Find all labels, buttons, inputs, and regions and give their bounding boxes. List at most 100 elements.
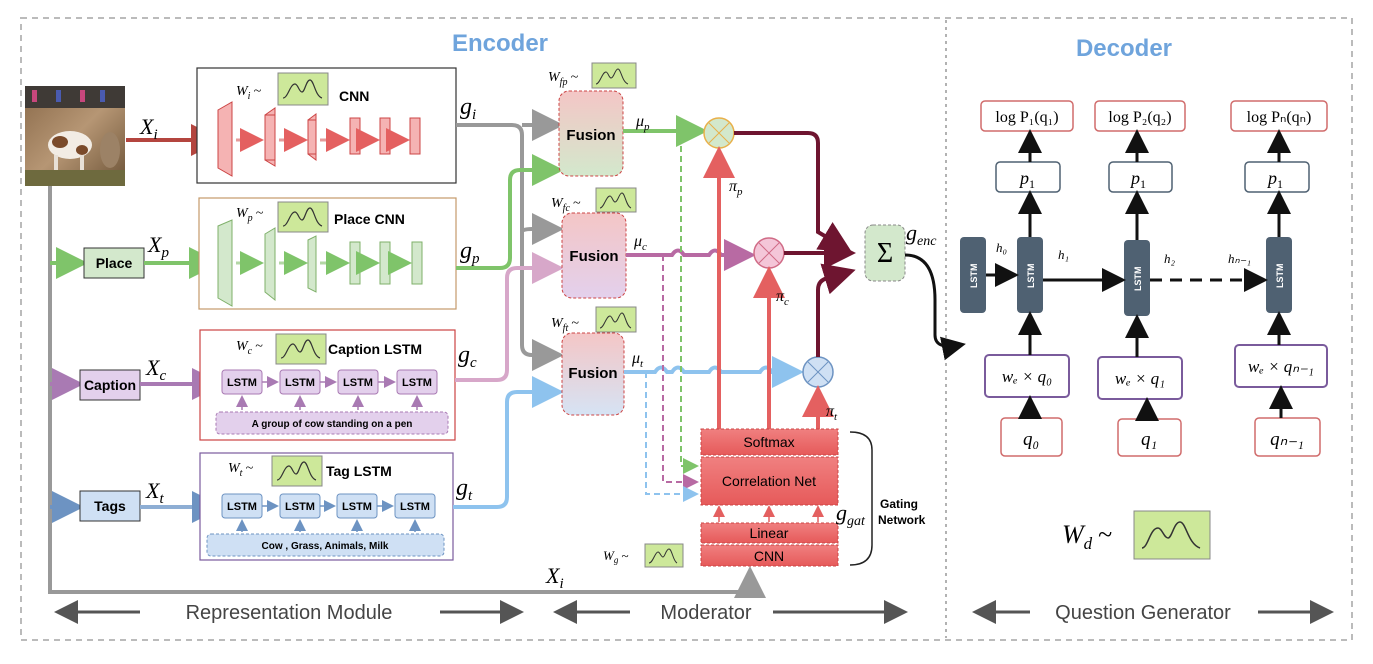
wg-label: Wg~ [603, 548, 628, 565]
svg-text:Wt~: Wt~ [228, 461, 253, 479]
svg-text:LSTM: LSTM [285, 377, 315, 389]
svg-text:log P₁(q₁): log P₁(q₁) [995, 109, 1058, 126]
tags-input-label: Tags [94, 498, 126, 514]
h0-label: h₀ [996, 240, 1007, 255]
h1-label: h₁ [1058, 247, 1069, 262]
place-input-label: Place [96, 255, 133, 271]
svg-text:log Pₙ(qₙ): log Pₙ(qₙ) [1247, 109, 1312, 126]
pi-p-label: πp [729, 178, 743, 198]
gp-route [456, 154, 564, 270]
svg-text:Wi~: Wi~ [236, 84, 261, 102]
decoder-weight-icon [1133, 510, 1211, 560]
svg-text:LSTM: LSTM [1133, 267, 1143, 292]
svg-text:LSTM: LSTM [227, 377, 257, 389]
svg-text:p1: p1 [1129, 168, 1146, 191]
linear-label: Linear [750, 525, 789, 541]
svg-text:Wfp~: Wfp~ [548, 70, 578, 88]
svg-text:qₙ₋₁: qₙ₋₁ [1270, 429, 1304, 450]
weight-distribution-icon [595, 306, 637, 333]
weight-distribution-icon [275, 333, 327, 365]
svg-text:LSTM: LSTM [969, 264, 979, 289]
xc-label: Xc [145, 355, 166, 384]
tags-text: Cow , Grass, Animals, Milk [262, 541, 389, 552]
gating-network: Softmax Correlation Net Linear CNN Gatin… [700, 428, 926, 567]
cnn-encoder: Wi~ CNN [196, 67, 457, 184]
caption-input-box [79, 369, 141, 401]
svg-text:Wft~: Wft~ [551, 316, 579, 334]
place-cnn-encoder: Wp~ Place CNN [198, 197, 457, 310]
svg-text:LSTM: LSTM [343, 377, 373, 389]
place-input-box [83, 247, 145, 279]
gating-network-label-1: Gating [880, 497, 918, 511]
fusion-t: Wft~ Fusion [551, 306, 637, 416]
pi-t-label: πt [826, 403, 838, 423]
svg-text:Fusion: Fusion [569, 248, 618, 265]
g-enc-to-decoder [904, 253, 966, 361]
h2-label: h₂ [1164, 251, 1176, 266]
gt-route [453, 376, 564, 509]
fusion-c: Wfc~ Fusion [551, 187, 637, 299]
gating-network-label-2: Network [878, 513, 926, 527]
sum-symbol: Σ [877, 238, 893, 269]
xt-label: Xt [145, 478, 164, 507]
svg-text:p1: p1 [1266, 168, 1283, 191]
svg-text:LSTM: LSTM [1275, 264, 1285, 289]
svg-text:Fusion: Fusion [566, 127, 615, 144]
encoder-title: Encoder [452, 30, 548, 57]
svg-text:LSTM: LSTM [227, 501, 257, 513]
g-enc-label: genc [906, 220, 937, 249]
g-gat-label: ggat [836, 500, 866, 529]
svg-text:Fusion: Fusion [568, 365, 617, 382]
multiply-t [802, 356, 834, 388]
xi-label: Xi [139, 114, 158, 143]
mu-p-label: μp [635, 113, 650, 133]
decoder-column-2: log P₂(q₂) p1 wₑ × q₁ q₁ [1094, 100, 1186, 457]
tags-input-box [79, 490, 141, 522]
cnn-title: CNN [339, 88, 369, 104]
xp-label: Xp [147, 232, 169, 261]
gi-label: gi [460, 94, 476, 123]
input-image [25, 86, 125, 186]
weight-distribution-icon [277, 72, 329, 106]
gt-label: gt [456, 475, 473, 504]
svg-text:Wc~: Wc~ [236, 339, 263, 357]
svg-text:LSTM: LSTM [1026, 264, 1036, 289]
svg-text:LSTM: LSTM [400, 501, 430, 513]
mu-t-dashed [645, 372, 699, 502]
mu-c-dashed [662, 255, 699, 490]
multiply-c [753, 237, 785, 269]
svg-text:wₑ × q₀: wₑ × q₀ [1002, 367, 1052, 386]
weighted-t-arrow [816, 263, 856, 357]
gi-route [456, 123, 564, 371]
caption-input-label: Caption [84, 377, 136, 393]
xi-bottom-label: Xi [545, 563, 564, 592]
sum-node [864, 224, 906, 282]
decoder-column-1: log P₁(q₁) p1 wₑ × q₀ q₀ [980, 100, 1074, 457]
caption-lstm-title: Caption LSTM [328, 341, 422, 357]
representation-module-label: Representation Module [186, 602, 393, 624]
svg-text:LSTM: LSTM [402, 377, 432, 389]
fusion-p: Wfp~ Fusion [548, 62, 637, 177]
pi-c-label: πc [776, 288, 789, 308]
svg-text:log P₂(q₂): log P₂(q₂) [1108, 109, 1171, 126]
decoder-column-n: log Pₙ(qₙ) p1 wₑ × qₙ₋₁ qₙ₋₁ [1230, 100, 1328, 457]
svg-text:LSTM: LSTM [342, 501, 372, 513]
svg-text:p1: p1 [1018, 168, 1035, 191]
wd-label: Wd~ [1062, 520, 1112, 553]
gating-cnn-label: CNN [754, 548, 784, 564]
svg-text:q₀: q₀ [1023, 429, 1039, 450]
hn-label: hₙ₋₁ [1228, 251, 1251, 266]
correlation-net-label: Correlation Net [722, 473, 816, 489]
mu-t-label: μt [631, 350, 644, 370]
gp-label: gp [460, 238, 480, 267]
svg-text:wₑ × q₁: wₑ × q₁ [1115, 369, 1165, 388]
moderator-label: Moderator [660, 602, 751, 624]
svg-text:Wfc~: Wfc~ [551, 196, 581, 214]
question-generator-label: Question Generator [1055, 602, 1231, 624]
mu-p-dashed [680, 136, 699, 474]
gc-label: gc [458, 342, 477, 371]
gc-route [455, 252, 564, 382]
